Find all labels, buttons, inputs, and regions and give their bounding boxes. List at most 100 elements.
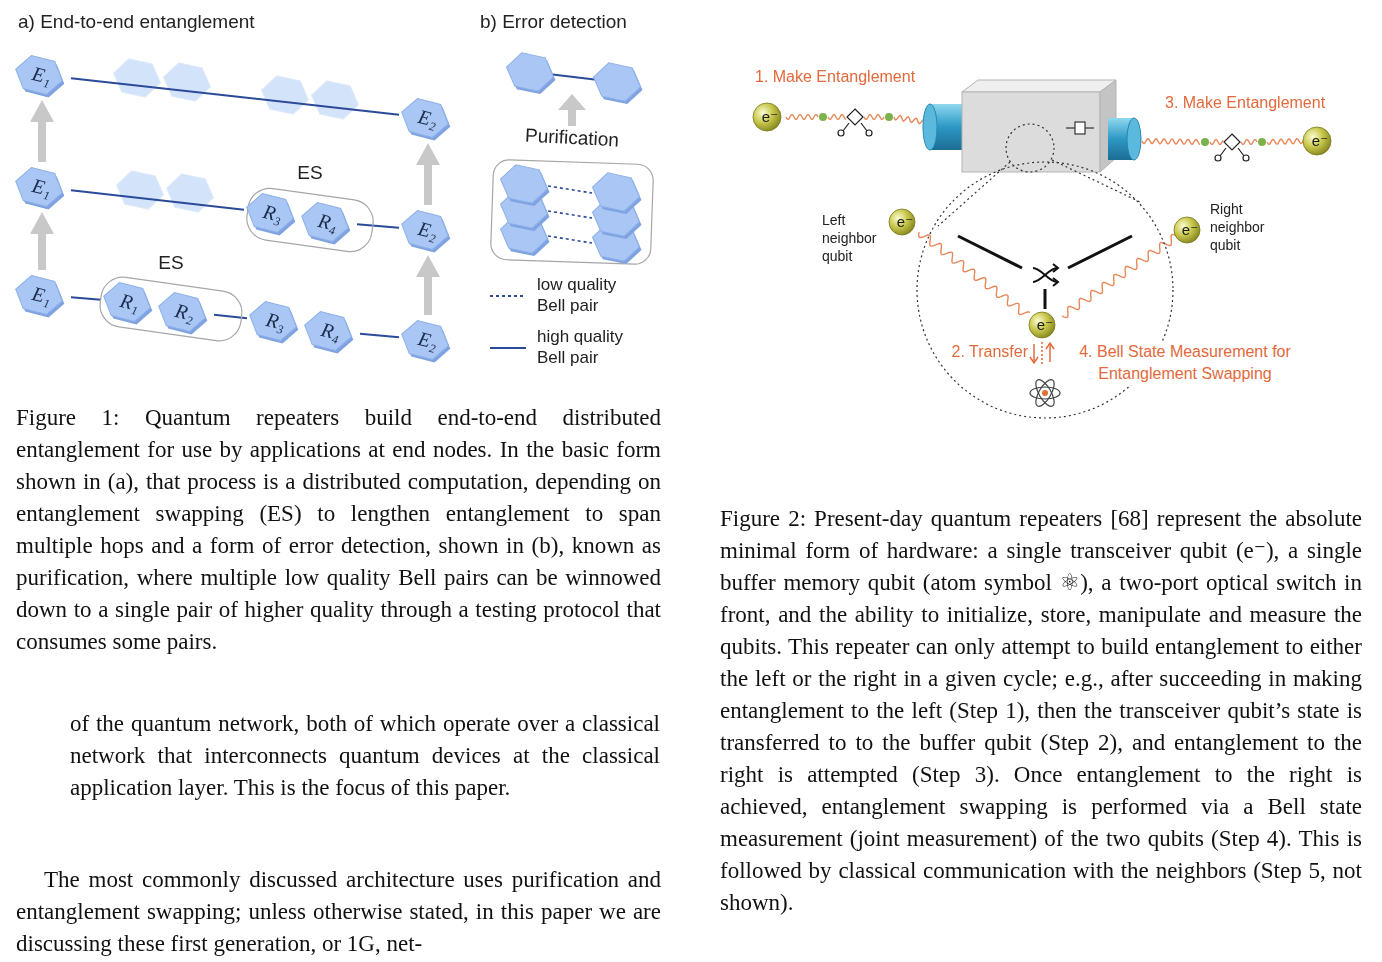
wavy-photon [919,232,1030,314]
transfer-arrows [1030,357,1038,363]
swap-group: ESR₃R₄ [243,190,377,250]
qubit-label: Left neighbor qubit [822,211,890,265]
beam-splitter [866,130,872,136]
transfer-arrows [1033,344,1035,362]
wavy-photon [786,115,818,120]
faded-hex [113,168,167,211]
node-text: e⁻ [752,102,788,132]
figure-caption: Figure 1: Quantum repeaters build end-to… [16,402,661,658]
figure-caption: Figure 2: Present-day quantum repeaters … [720,503,1362,919]
panel-label: a) End-to-end entanglement [18,10,338,34]
node-text: R₁ [97,277,162,328]
faded-hex [110,56,362,214]
purification-group: Purification [492,162,652,262]
progress-arrow [424,275,432,315]
transfer-arrows [1049,344,1051,362]
hexagon-node: R₄ [299,203,357,241]
legend-line [490,295,526,297]
beam-splitter [1224,134,1240,150]
switch-arms [958,236,1132,309]
gray-arrow [558,94,586,110]
beam-splitter [1215,155,1221,161]
swap-icon [1033,264,1058,286]
low-quality-pair [548,186,592,193]
node-text: R₂ [152,287,217,338]
progress-arrow [38,232,46,270]
switch-arms [958,236,1022,268]
progress-arrow [38,120,46,162]
node-text: E₁ [9,50,74,101]
beam-splitter [843,123,867,131]
node-text: e⁻ [1302,126,1338,156]
step-label: 2. Transfer [930,342,1028,362]
qubit-label: Right neighbor qubit [1210,200,1282,254]
hexagon-node: E₁ [13,56,71,94]
photon-dot [885,113,893,121]
atom-icon [1032,377,1057,409]
zoom-outline [1052,160,1140,202]
body-text: of the quantum network, both of which op… [70,708,660,804]
purification-group-shape [492,162,652,262]
fiber-port [923,104,937,150]
hexagon-node: E₂ [399,211,457,249]
panel-label: b) Error detection [480,10,700,34]
hex-face [497,162,551,205]
legend-entry: high quality Bell pair [490,326,660,370]
step-label: 3. Make Entanglement [1165,93,1365,113]
repeater-box [962,80,1116,172]
group-outline [490,159,653,265]
swap-group: ESR₁R₂ [96,280,246,338]
fiber-port [923,104,964,150]
hexagon-node: R₁ [101,283,159,321]
node-text: ES [243,162,377,184]
beam-splitter [1220,148,1244,156]
legend-entry: low quality Bell pair [490,274,660,318]
photon-dot [1258,138,1266,146]
body-text: The most commonly discussed architecture… [16,864,661,960]
bell-pair-link [71,78,399,115]
progress-arrow [424,163,432,205]
electron-qubit: e⁻ [752,102,788,132]
wavy-photon [1267,139,1304,145]
swap-icon [1033,268,1057,282]
transfer-arrows [1046,343,1054,349]
zoom-outline [1006,124,1054,172]
optical-switch-icon [1066,122,1094,134]
gray-arrow [558,94,586,126]
zoom-outline [938,162,1010,226]
photon-dot [1201,138,1209,146]
switch-arms [1068,236,1132,268]
beam-splitter [1243,155,1249,161]
node-text: e⁻ [1028,311,1062,339]
node-text: E₁ [9,162,74,213]
wavy-photon [1210,140,1223,145]
fiber-port [1108,118,1141,160]
hexagon-node: R₄ [302,312,360,350]
bell-pair-link [357,224,399,227]
low-quality-pair [548,236,592,243]
faded-hex [163,171,217,214]
atom-icon [1030,387,1060,399]
faded-hex [110,56,164,99]
faded-hex [308,78,362,121]
purified-pair [590,60,644,103]
hexagon-node: R₃ [244,194,302,232]
node-text: R₃ [240,188,305,239]
hexagon-node: E₂ [399,321,457,359]
bell-pair-link [71,297,101,299]
repeater-box [962,92,1100,172]
photon-dot [819,113,827,121]
node-text: E₂ [395,205,460,256]
step-label: 4. Bell State Measurement for Entangleme… [1064,341,1306,385]
wavy-photon [894,116,924,124]
hexagon-node: E₁ [13,276,71,314]
atom-icon [1042,390,1048,396]
hexagon-node: R₂ [156,293,214,331]
electron-qubit: e⁻ [1173,216,1207,244]
wavy-photon [1142,139,1200,145]
beam-splitter [847,109,863,125]
legend-line [490,347,526,349]
node-text: R₄ [298,306,363,357]
node-text: E₂ [395,93,460,144]
